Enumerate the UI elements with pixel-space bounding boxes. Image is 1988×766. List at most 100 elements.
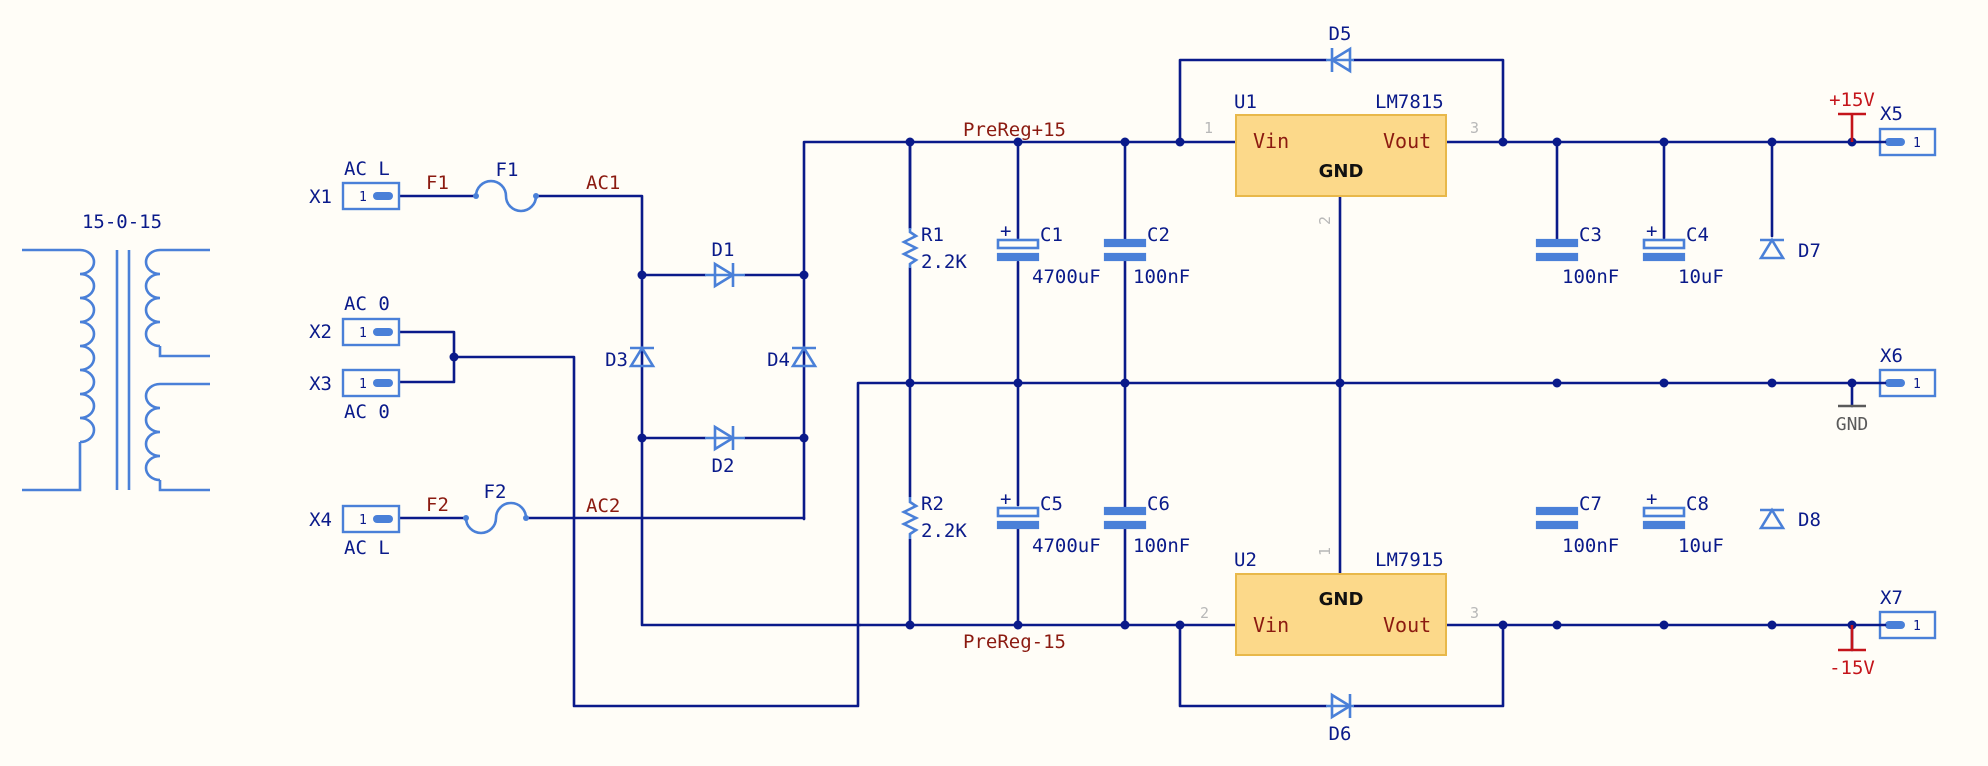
regulator-u1[interactable]: U1 LM7815 Vin Vout GND 1 3 2 <box>1204 91 1479 225</box>
junction <box>1767 620 1777 630</box>
connector-x2[interactable]: X2 AC 0 1 <box>309 293 401 347</box>
capacitor-value: 100nF <box>1133 535 1190 557</box>
connector-value: AC L <box>344 158 390 180</box>
regulator-ref: U2 <box>1234 549 1257 571</box>
capacitor-plate-pos <box>1642 238 1686 250</box>
transformer-label: 15-0-15 <box>82 211 162 233</box>
diode-d7[interactable]: D7 <box>1758 237 1821 262</box>
capacitor-value: 10uF <box>1678 266 1724 288</box>
connector-pin-icon <box>1885 379 1905 387</box>
diode-triangle <box>790 345 818 368</box>
capacitor-value: 100nF <box>1133 266 1190 288</box>
wire-x2-x3 <box>398 330 456 384</box>
net-label-prereg-neg: PreReg-15 <box>963 631 1066 653</box>
power-label: +15V <box>1829 89 1875 111</box>
fuse-symbol <box>464 501 528 535</box>
diode-triangle <box>1758 507 1786 530</box>
diode-ref: D8 <box>1798 509 1821 531</box>
connector-x7[interactable]: X7 1 <box>1850 587 1937 640</box>
net-label-f1: F1 <box>426 172 449 194</box>
capacitor-ref: C4 <box>1686 224 1709 246</box>
capacitor-plate-neg <box>1642 520 1686 530</box>
diode-d3[interactable]: D3 <box>605 345 656 371</box>
capacitor-plate <box>1535 238 1579 248</box>
connector-x6[interactable]: X6 1 <box>1850 345 1937 398</box>
connector-pin: 1 <box>359 513 367 528</box>
pin-number: 2 <box>1200 604 1209 622</box>
connector-pin: 1 <box>359 326 367 341</box>
junction <box>1013 378 1023 388</box>
connector-ref: X1 <box>309 186 332 208</box>
capacitor-plate-neg <box>996 520 1040 530</box>
junction <box>1175 137 1185 147</box>
connector-pin-icon <box>373 379 393 387</box>
diode-d4[interactable]: D4 <box>767 345 818 371</box>
ground-label: GND <box>1836 414 1869 435</box>
diode-ref: D1 <box>712 239 735 261</box>
junction <box>1013 137 1023 147</box>
connector-pin-icon <box>1885 138 1905 146</box>
junction <box>1552 620 1562 630</box>
diode-d1[interactable]: D1 <box>705 239 745 289</box>
regulator-vin: Vin <box>1253 613 1289 637</box>
capacitor-c2[interactable]: C2 100nF <box>1103 224 1190 288</box>
capacitor-c3[interactable]: C3 100nF <box>1535 224 1619 288</box>
regulator-ref: U1 <box>1234 91 1257 113</box>
connector-ref: X6 <box>1880 345 1903 367</box>
net-label-ac2: AC2 <box>586 495 620 517</box>
connector-x3[interactable]: X3 AC 0 1 <box>309 368 401 423</box>
polarity-plus-icon: + <box>1000 220 1011 242</box>
capacitor-c4[interactable]: C4 10uF + <box>1642 220 1724 288</box>
regulator-u2[interactable]: U2 LM7915 GND Vin Vout 2 3 1 <box>1200 547 1479 656</box>
diode-d5[interactable]: D5 <box>1326 23 1354 74</box>
connector-ref: X5 <box>1880 103 1903 125</box>
polarity-plus-icon: + <box>1646 488 1657 510</box>
connector-value: AC L <box>344 537 390 559</box>
resistor-r1[interactable]: R1 2.2K <box>901 224 967 273</box>
capacitor-c6[interactable]: C6 100nF <box>1103 493 1190 557</box>
junction <box>1175 620 1185 630</box>
connector-x5[interactable]: X5 1 <box>1850 103 1937 157</box>
diode-d2[interactable]: D2 <box>705 424 745 477</box>
capacitor-c1[interactable]: C1 4700uF + <box>996 220 1101 288</box>
pin-number: 3 <box>1470 604 1479 622</box>
fuse-f2[interactable]: F2 <box>463 481 529 535</box>
wire-d6-right <box>1352 623 1505 708</box>
capacitor-plate <box>1103 252 1147 262</box>
fuse-terminal <box>523 515 529 521</box>
junction <box>1120 137 1130 147</box>
connector-pin: 1 <box>359 190 367 205</box>
capacitor-plate <box>1535 252 1579 262</box>
junction <box>637 433 647 443</box>
capacitor-plate <box>1535 506 1579 516</box>
capacitor-plate <box>1103 520 1147 530</box>
capacitor-c8[interactable]: C8 10uF + <box>1642 488 1724 557</box>
connector-value: AC 0 <box>344 293 390 315</box>
capacitor-c5[interactable]: C5 4700uF + <box>996 488 1101 557</box>
diode-d8[interactable]: D8 <box>1758 507 1821 531</box>
junction <box>905 378 915 388</box>
capacitor-c7[interactable]: C7 100nF <box>1535 493 1619 557</box>
ground-symbol: GND <box>1836 404 1869 435</box>
regulator-vin: Vin <box>1253 129 1289 153</box>
fuse-ref: F2 <box>484 481 507 503</box>
fuse-f1[interactable]: F1 <box>473 159 539 213</box>
connector-pin-icon <box>373 328 393 336</box>
net-label-ac1: AC1 <box>586 172 620 194</box>
resistor-zigzag <box>901 228 919 268</box>
connector-x4[interactable]: X4 AC L 1 <box>309 504 401 559</box>
connector-value: AC 0 <box>344 401 390 423</box>
connector-x1[interactable]: X1 AC L 1 <box>309 158 401 211</box>
junction <box>1552 137 1562 147</box>
junction <box>1013 620 1023 630</box>
connector-ref: X2 <box>309 321 332 343</box>
connector-pin-icon <box>1885 621 1905 629</box>
wire-d5-right <box>1352 58 1505 144</box>
capacitor-ref: C5 <box>1040 493 1063 515</box>
diode-ref: D7 <box>1798 240 1821 262</box>
diode-d6[interactable]: D6 <box>1326 692 1354 745</box>
connector-pin: 1 <box>1913 377 1921 392</box>
diode-triangle <box>628 345 656 368</box>
connector-ref: X7 <box>1880 587 1903 609</box>
connector-pin: 1 <box>359 377 367 392</box>
